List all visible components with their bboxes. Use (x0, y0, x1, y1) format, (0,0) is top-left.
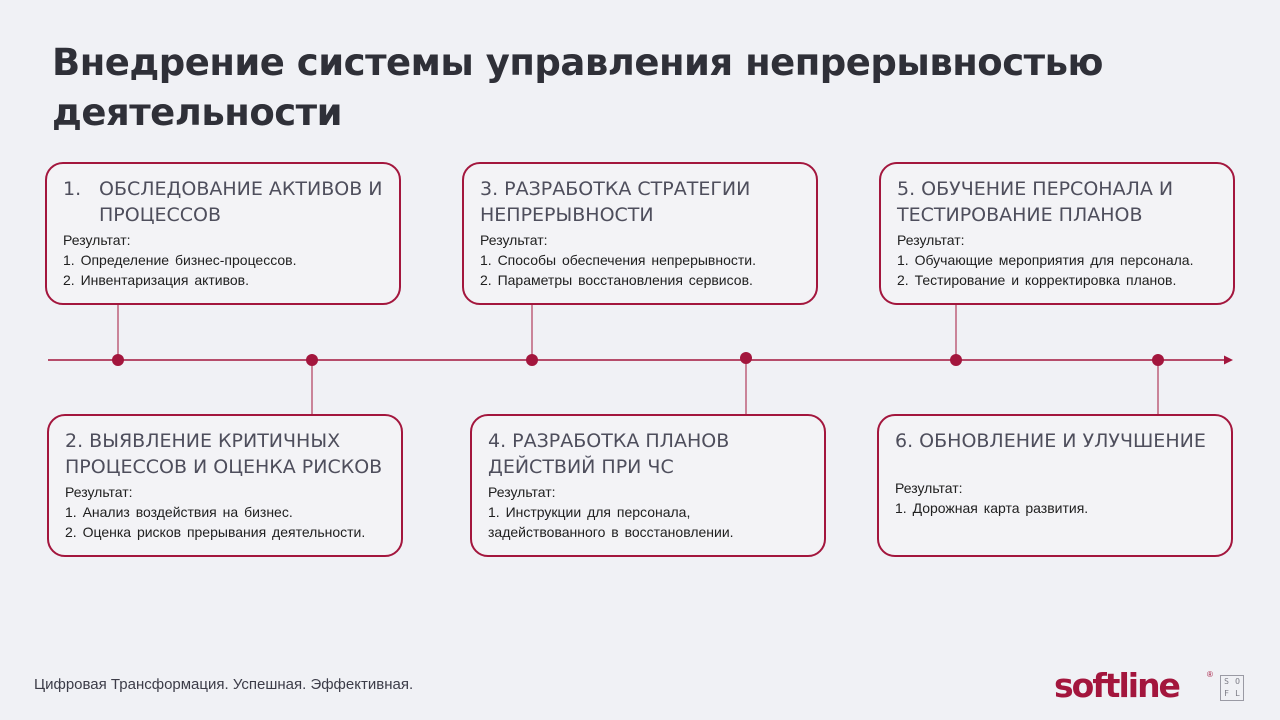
step-heading: 6. ОБНОВЛЕНИЕ И УЛУЧШЕНИЕ (895, 430, 1206, 452)
result-label: Результат: (65, 484, 133, 500)
result-item: 1. Инструкции для персонала, (488, 504, 691, 520)
result-item: 1. Способы обеспечения непрерывности. (480, 252, 756, 268)
step-number: 1. (63, 178, 82, 200)
step-card-4: 4. РАЗРАБОТКА ПЛАНОВ ДЕЙСТВИЙ ПРИ ЧС Рез… (470, 414, 826, 557)
step-card-6: 6. ОБНОВЛЕНИЕ И УЛУЧШЕНИЕ Результат: 1. … (877, 414, 1233, 557)
step-heading: 1. ОБСЛЕДОВАНИЕ АКТИВОВ И ПРОЦЕССОВ (63, 176, 383, 228)
step-heading: 5. ОБУЧЕНИЕ ПЕРСОНАЛА И ТЕСТИРОВАНИЕ ПЛА… (897, 178, 1174, 226)
timeline-marker-6 (1152, 354, 1164, 366)
result-item: 1. Определение бизнес-процессов. (63, 252, 297, 268)
step-heading: 4. РАЗРАБОТКА ПЛАНОВ ДЕЙСТВИЙ ПРИ ЧС (488, 430, 730, 478)
step-card-1: 1. ОБСЛЕДОВАНИЕ АКТИВОВ И ПРОЦЕССОВ Резу… (45, 162, 401, 305)
softline-logo: softline (1054, 666, 1181, 705)
timeline-marker-2 (306, 354, 318, 366)
logo-box-letter: F (1224, 689, 1229, 698)
timeline-marker-3 (526, 354, 538, 366)
result-item: 2. Параметры восстановления сервисов. (480, 272, 753, 288)
result-label: Результат: (63, 232, 131, 248)
step-card-2: 2. ВЫЯВЛЕНИЕ КРИТИЧНЫХ ПРОЦЕССОВ И ОЦЕНК… (47, 414, 403, 557)
result-item: 2. Тестирование и корректировка планов. (897, 272, 1177, 288)
timeline-marker-4 (740, 352, 752, 364)
footer-tagline: Цифровая Трансформация. Успешная. Эффект… (34, 676, 414, 693)
result-label: Результат: (895, 480, 963, 496)
result-item: 1. Анализ воздействия на бизнес. (65, 504, 293, 520)
logo-box-letter: L (1235, 689, 1240, 698)
logo-box-letter: S (1224, 677, 1229, 686)
result-label: Результат: (897, 232, 965, 248)
step-card-3: 3. РАЗРАБОТКА СТРАТЕГИИ НЕПРЕРЫВНОСТИ Ре… (462, 162, 818, 305)
logo-box-letter: O (1235, 677, 1240, 686)
result-item: 1. Обучающие мероприятия для персонала. (897, 252, 1194, 268)
result-item: 2. Инвентаризация активов. (63, 272, 250, 288)
step-heading: 2. ВЫЯВЛЕНИЕ КРИТИЧНЫХ ПРОЦЕССОВ И ОЦЕНК… (65, 430, 383, 478)
result-item: 1. Дорожная карта развития. (895, 500, 1089, 516)
step-card-5: 5. ОБУЧЕНИЕ ПЕРСОНАЛА И ТЕСТИРОВАНИЕ ПЛА… (879, 162, 1235, 305)
result-label: Результат: (480, 232, 548, 248)
result-label: Результат: (488, 484, 556, 500)
result-item: задействованного в восстановлении. (488, 524, 734, 540)
step-heading: 3. РАЗРАБОТКА СТРАТЕГИИ НЕПРЕРЫВНОСТИ (480, 178, 751, 226)
registered-mark: ® (1207, 670, 1213, 679)
result-item: 2. Оценка рисков прерывания деятельности… (65, 524, 366, 540)
logo-soft-box: S O F L (1220, 675, 1244, 701)
timeline-arrowhead (1224, 355, 1233, 365)
slide-title: Внедрение системы управления непрерывнос… (52, 41, 1103, 134)
timeline-marker-1 (112, 354, 124, 366)
timeline-marker-5 (950, 354, 962, 366)
step-heading-text: ОБСЛЕДОВАНИЕ АКТИВОВ И ПРОЦЕССОВ (99, 178, 383, 226)
